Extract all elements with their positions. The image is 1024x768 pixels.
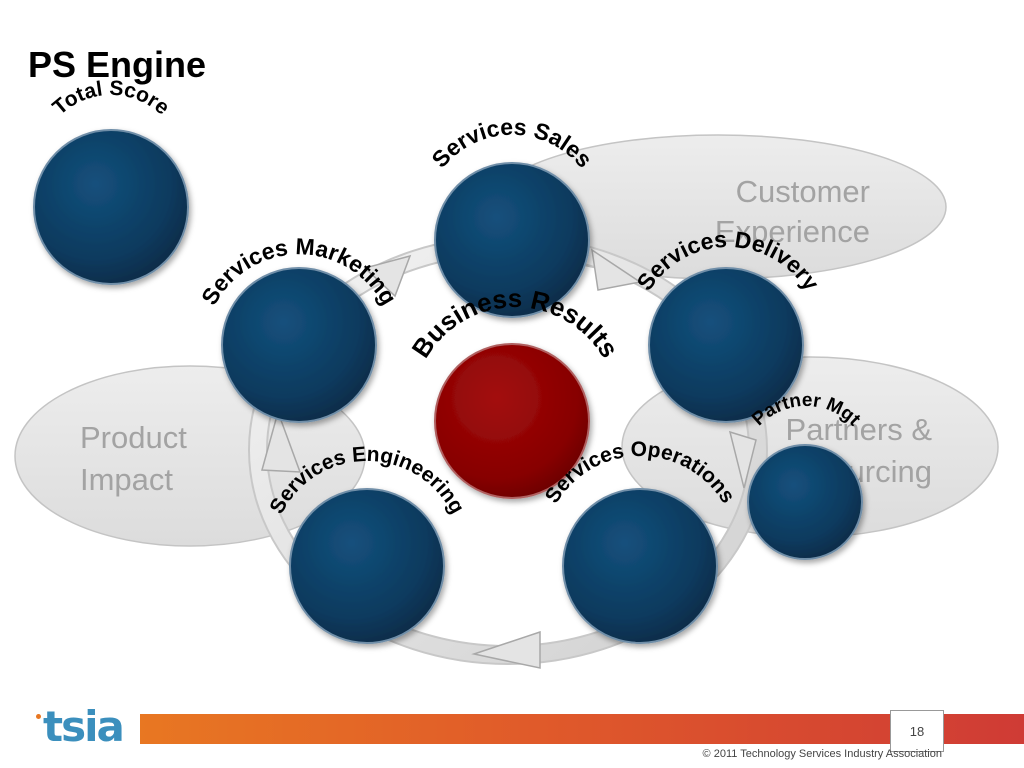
copyright-notice: © 2011 Technology Services Industry Asso… bbox=[702, 748, 942, 760]
arrow-sales-to-delivery bbox=[591, 248, 642, 291]
services-marketing-circle bbox=[221, 267, 377, 423]
arrow-engineering-to-marketing bbox=[261, 409, 302, 473]
tsia-logo: tsia bbox=[36, 702, 125, 752]
services-operations-circle bbox=[562, 488, 718, 644]
customer-experience-line-2: Experience bbox=[715, 214, 870, 249]
total-score-label: Total Score bbox=[48, 77, 173, 120]
partners-sourcing-line-1: Partners & bbox=[786, 412, 933, 447]
customer-experience-line-1: Customer bbox=[736, 174, 870, 209]
arrow-delivery-to-partner bbox=[728, 430, 757, 489]
arrow-marketing-to-sales bbox=[363, 254, 412, 298]
footer-bar bbox=[140, 714, 1024, 744]
page-number: 18 bbox=[890, 710, 944, 752]
slide-title: PS Engine bbox=[28, 44, 207, 85]
logo-text: tsia bbox=[43, 702, 125, 751]
services-delivery-circle bbox=[648, 267, 804, 423]
product-impact-line-2: Impact bbox=[80, 462, 173, 497]
services-sales-circle bbox=[434, 162, 590, 318]
business-results-circle bbox=[434, 343, 590, 499]
total-score-circle bbox=[33, 129, 189, 285]
arrow-operations-to-engineering bbox=[471, 630, 541, 669]
logo-dot bbox=[36, 713, 41, 719]
product-impact-line-1: Product bbox=[80, 420, 187, 455]
partner-mgt-circle bbox=[747, 444, 863, 560]
services-engineering-circle bbox=[289, 488, 445, 644]
